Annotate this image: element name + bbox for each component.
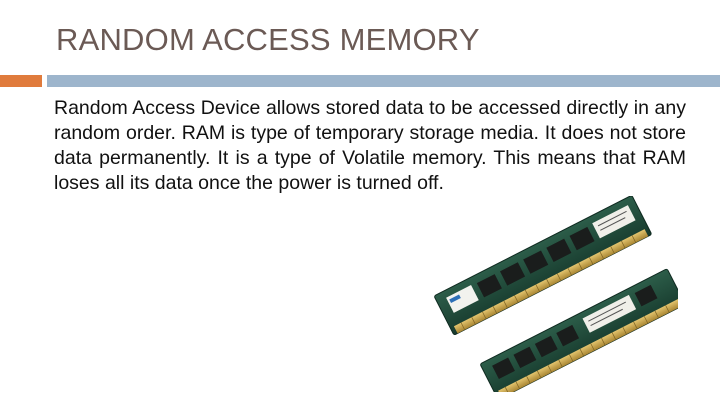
ram-modules-image (434, 196, 678, 392)
ram-module-front (480, 268, 678, 392)
body-paragraph: Random Access Device allows stored data … (54, 97, 686, 194)
title-accent-bar (0, 75, 42, 87)
title-divider-bar (47, 75, 720, 87)
slide-title: RANDOM ACCESS MEMORY (56, 22, 480, 57)
ram-module-back (434, 196, 652, 336)
